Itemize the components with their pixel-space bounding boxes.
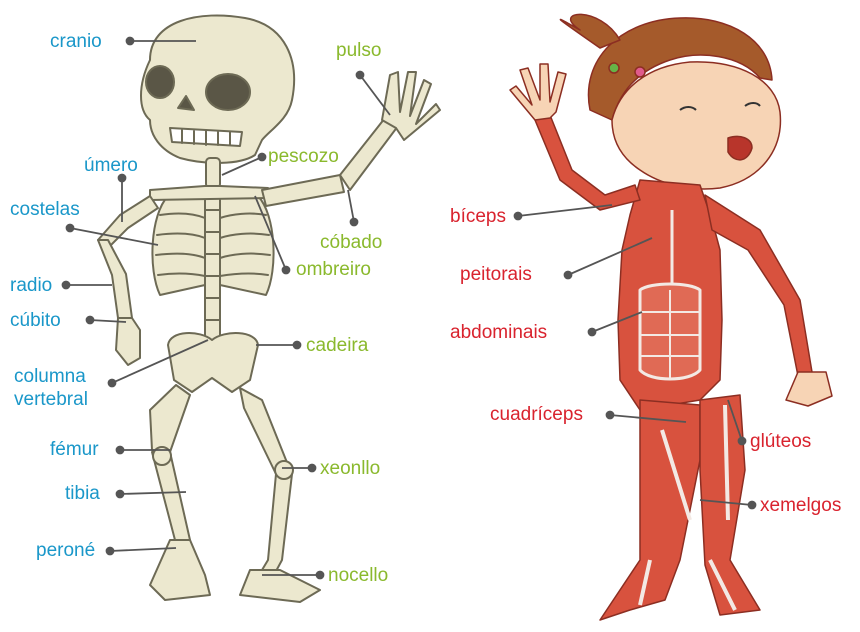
hand-raised [510,64,566,120]
label-costelas: costelas [10,199,80,221]
skeleton-figure [98,15,440,602]
label-ombreiro: ombreiro [296,259,371,281]
radius-ulna-left [98,240,132,318]
humerus-right [262,175,344,206]
label-pulso: pulso [336,40,381,62]
mouth [728,136,752,159]
label-perone: peroné [36,540,95,562]
hand-left [116,318,140,365]
face [612,62,780,189]
label-pescozo: pescozo [268,146,339,168]
label-femur: fémur [50,439,99,461]
label-peitorais: peitorais [460,264,532,286]
label-radio: radio [10,275,52,297]
label-cranio: cranio [50,31,102,53]
label-biceps: bíceps [450,206,506,228]
pelvis [168,333,258,392]
label-umero: úmero [84,155,138,177]
label-cadeira: cadeira [306,335,368,357]
label-cuadriceps: cuadríceps [490,404,583,426]
label-cubito: cúbito [10,310,61,332]
rib-cage [152,196,205,295]
hair-clip-pink [635,67,645,77]
forearm-right [340,118,398,190]
label-cobado: cóbado [320,232,382,254]
hair-clip-green [609,63,619,73]
label-nocello: nocello [328,565,388,587]
label-vertebral: vertebral [14,389,88,411]
neck-vertebrae [206,158,220,188]
hand-right-girl [786,372,832,406]
clavicles [150,186,268,200]
tibia-left [152,452,190,540]
kneecap-right [275,461,293,479]
femur-left [150,385,190,452]
label-abdominais: abdominais [450,322,547,344]
label-tibia: tibia [65,483,100,505]
eye-socket-left [146,66,174,98]
label-xeonllo: xeonllo [320,458,380,480]
eye-socket-right [206,74,250,110]
label-gluteos: glúteos [750,431,811,453]
hair-pigtail [560,14,620,48]
label-xemelgos: xemelgos [760,495,841,517]
label-columna: columna [14,366,86,388]
muscle-figure [510,14,832,620]
